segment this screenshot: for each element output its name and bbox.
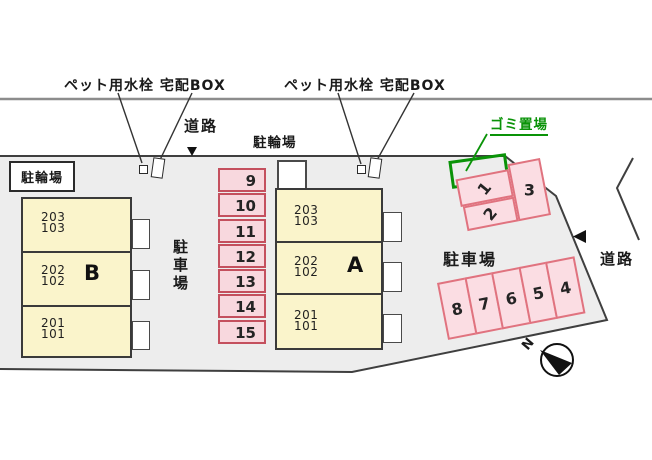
callout-left-label: ペット用水栓 宅配BOX bbox=[64, 78, 226, 94]
callout-lines bbox=[117, 92, 415, 165]
bicycle-parking-left: 駐輪場 bbox=[9, 161, 75, 192]
garbage-area-label: ゴミ置場 bbox=[490, 113, 548, 136]
pet-faucet-box-left bbox=[139, 165, 148, 174]
parking-space: 14 bbox=[218, 294, 266, 319]
building-a-floor-divider bbox=[277, 293, 381, 295]
building-a-porch bbox=[383, 314, 402, 343]
building-a-porch bbox=[383, 212, 402, 242]
road-access-left-icon bbox=[573, 230, 586, 243]
parking-lot-label-vertical: 駐車場 bbox=[171, 239, 189, 293]
building-b-letter: B bbox=[84, 261, 101, 285]
building-a-porch bbox=[383, 262, 402, 292]
road-access-down-icon bbox=[187, 147, 197, 156]
garbage-leader-line bbox=[465, 133, 488, 172]
parking-space: 13 bbox=[218, 269, 266, 294]
building-b-porch bbox=[132, 321, 150, 350]
building-b-floor-divider bbox=[23, 305, 130, 307]
parking-space: 12 bbox=[218, 243, 266, 268]
callout-right-label: ペット用水栓 宅配BOX bbox=[284, 78, 446, 94]
pet-faucet-box-right bbox=[357, 165, 366, 174]
road-right-line bbox=[615, 157, 640, 241]
bicycle-parking-mid-box bbox=[277, 160, 307, 191]
road-right-label: 道路 bbox=[600, 250, 635, 268]
building-a-floor-divider bbox=[277, 241, 381, 243]
parking-lot-label-right: 駐車場 bbox=[443, 250, 498, 269]
building-a-letter: A bbox=[347, 253, 364, 277]
building-b-porch bbox=[132, 219, 150, 249]
parking-space: 15 bbox=[218, 319, 266, 344]
road-top-label: 道路 bbox=[184, 117, 219, 135]
building-b-porch bbox=[132, 270, 150, 300]
bicycle-parking-mid-label: 駐輪場 bbox=[253, 135, 297, 151]
parking-space: 10 bbox=[218, 193, 266, 218]
parking-space: 11 bbox=[218, 218, 266, 243]
compass-north-icon bbox=[540, 343, 574, 377]
parking-column: 9 10 11 12 13 14 15 bbox=[218, 168, 266, 345]
building-b-floor-divider bbox=[23, 251, 130, 253]
parking-space: 9 bbox=[218, 168, 266, 192]
